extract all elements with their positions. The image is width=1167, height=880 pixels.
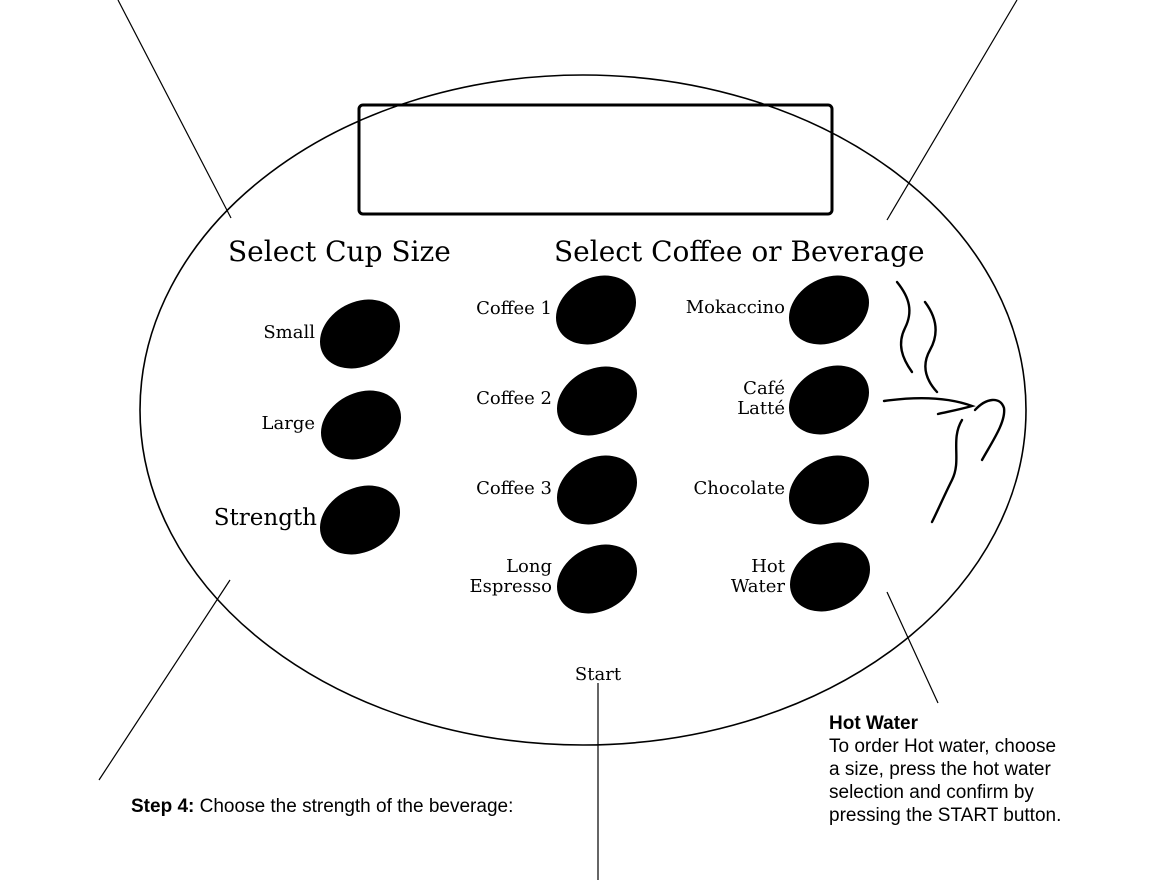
start-label[interactable]: Start (574, 664, 622, 685)
leader-line-hot-water (886, 591, 939, 704)
chocolate-label: Chocolate (693, 478, 786, 499)
coffee-1-button[interactable] (544, 262, 648, 358)
hot-water-button[interactable] (778, 529, 882, 625)
step4-title: Step 4: (131, 796, 195, 817)
steaming-cup-icon (882, 280, 1006, 524)
long-espresso-button[interactable] (545, 531, 649, 627)
large-label: Large (261, 413, 315, 434)
cafe-latte-button[interactable] (777, 352, 881, 448)
hot-water-label-line1: Hot (751, 556, 785, 577)
hot-water-label: Hot Water (731, 557, 785, 597)
hot-water-note-line-2: a size, press the hot water (829, 759, 1051, 780)
cafe-latte-label: Café Latté (737, 379, 785, 419)
panel-outline (139, 74, 1027, 746)
step4-note: Step 4: Choose the strength of the bever… (131, 795, 513, 818)
cafe-latte-label-line1: Café (743, 378, 785, 399)
hot-water-note-line-3: selection and confirm by (829, 782, 1034, 803)
coffee-3-label: Coffee 3 (476, 478, 552, 499)
small-label: Small (263, 322, 315, 343)
coffee-1-label: Coffee 1 (476, 298, 552, 319)
chocolate-button[interactable] (777, 442, 881, 538)
mokaccino-label: Mokaccino (685, 297, 785, 318)
hot-water-note: Hot Water To order Hot water, choose a s… (829, 712, 1061, 827)
long-espresso-label: Long Espresso (470, 557, 552, 597)
strength-button[interactable] (308, 472, 412, 568)
long-espresso-label-line2: Espresso (469, 575, 552, 597)
step4-text: Choose the strength of the beverage: (199, 796, 514, 817)
long-espresso-label-line1: Long (506, 556, 552, 577)
small-button[interactable] (308, 286, 412, 382)
strength-label: Strength (213, 505, 317, 531)
coffee-2-button[interactable] (545, 353, 649, 449)
leader-line-top-left (117, 0, 232, 219)
mokaccino-button[interactable] (777, 262, 881, 358)
coffee-3-button[interactable] (545, 442, 649, 538)
large-button[interactable] (309, 377, 413, 473)
hot-water-note-line-4: pressing the START button. (829, 805, 1062, 826)
beverage-heading: Select Coffee or Beverage (554, 235, 925, 268)
hot-water-note-line-1: To order Hot water, choose (829, 736, 1057, 757)
leader-line-step4 (98, 579, 231, 781)
leader-line-top-right (886, 0, 1018, 221)
hot-water-label-line2: Water (730, 575, 785, 597)
hot-water-note-title: Hot Water (829, 713, 919, 734)
cafe-latte-label-line2: Latté (737, 397, 785, 419)
cup-size-heading: Select Cup Size (228, 235, 451, 268)
display-window (357, 103, 834, 216)
coffee-2-label: Coffee 2 (476, 388, 552, 409)
